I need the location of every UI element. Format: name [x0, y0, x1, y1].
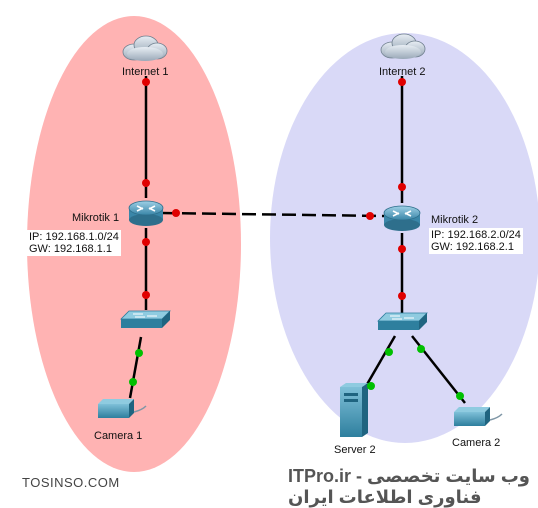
camera-icon[interactable]: [454, 407, 503, 426]
cloud-icon[interactable]: [122, 35, 168, 61]
port-down-dot: [398, 245, 406, 253]
mikrotik-2-ip-block: IP: 192.168.2.0/24 GW: 192.168.2.1: [429, 228, 523, 254]
port-up-dot: [417, 345, 425, 353]
mikrotik-1-label: Mikrotik 1: [72, 212, 120, 224]
port-up-dot: [367, 382, 375, 390]
zone-2-ellipse: [270, 33, 538, 443]
internet-2-label: Internet 2: [379, 66, 426, 78]
port-down-dot: [398, 78, 406, 86]
port-down-dot: [398, 183, 406, 191]
port-indicators: [129, 78, 464, 400]
footer-watermark-left: TOSINSO.COM: [22, 475, 120, 490]
port-down-dot: [398, 292, 406, 300]
footer-watermark-right: ITPro.ir - وب سایت تخصصی فناوری اطلاعات …: [288, 466, 530, 507]
port-up-dot: [385, 348, 393, 356]
mikrotik-1-gw: GW: 192.168.1.1: [29, 243, 112, 255]
port-down-dot: [142, 291, 150, 299]
port-down-dot: [142, 78, 150, 86]
mikrotik-1-ip: IP: 192.168.1.0/24: [29, 231, 119, 243]
router-icon[interactable]: [383, 205, 421, 231]
port-up-dot: [135, 349, 143, 357]
port-down-dot: [366, 212, 374, 220]
camera-icon[interactable]: [98, 399, 147, 418]
port-up-dot: [129, 378, 137, 386]
port-down-dot: [172, 209, 180, 217]
port-up-dot: [456, 392, 464, 400]
port-down-dot: [142, 179, 150, 187]
router-icon[interactable]: [128, 200, 164, 226]
mikrotik-2-ip: IP: 192.168.2.0/24: [431, 229, 521, 241]
cloud-icon[interactable]: [380, 33, 426, 59]
switch-icon[interactable]: [377, 312, 428, 330]
camera-1-label: Camera 1: [94, 430, 143, 442]
mikrotik-2-gw: GW: 192.168.2.1: [431, 241, 514, 253]
server-icon[interactable]: [340, 383, 368, 437]
server-2-label: Server 2: [334, 444, 376, 456]
mikrotik-1-ip-block: IP: 192.168.1.0/24 GW: 192.168.1.1: [27, 230, 121, 256]
switch-icon[interactable]: [120, 310, 171, 328]
camera-2-label: Camera 2: [452, 437, 501, 449]
mikrotik-2-label: Mikrotik 2: [431, 214, 479, 226]
internet-1-label: Internet 1: [122, 66, 169, 78]
zone-1-ellipse: [27, 16, 241, 472]
port-down-dot: [142, 238, 150, 246]
link-mikrotik1-mikrotik2: [161, 211, 386, 218]
link-switch1-camera1: [128, 336, 143, 399]
